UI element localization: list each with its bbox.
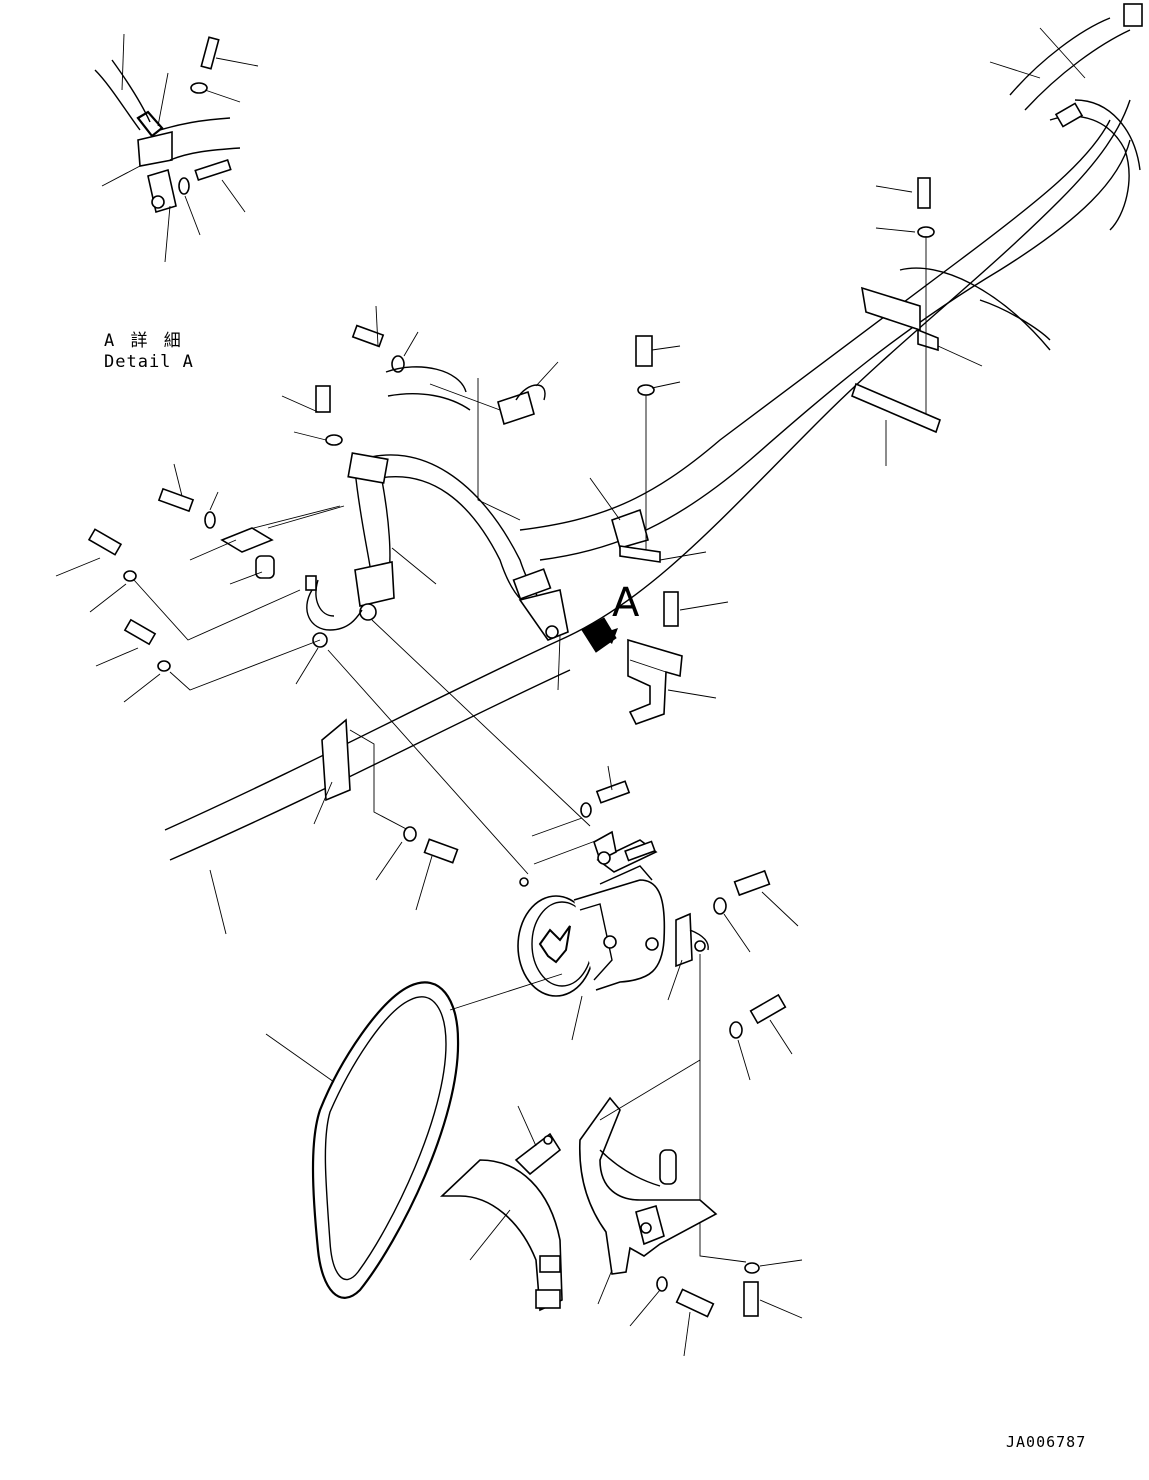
view-a-arrow-and-bracket — [581, 591, 729, 725]
view-a-marker: A — [612, 580, 640, 626]
discharge-hose-assembly — [267, 452, 569, 691]
detail-a-view — [94, 33, 259, 263]
belt-cover-bracket — [439, 1105, 563, 1312]
hose-bracket-lower — [209, 718, 459, 935]
hose-clamp-middle — [589, 335, 707, 563]
compressor-mounting-bracket — [579, 1059, 803, 1357]
drawing-number: JA006787 — [1006, 1433, 1087, 1451]
detail-a-title-japanese: A 詳 細 — [104, 331, 184, 351]
ac-compressor — [327, 619, 666, 1041]
hose-clamp-right — [851, 177, 983, 466]
refrigerant-hose-main — [164, 3, 1143, 861]
detail-a-title-english: Detail A — [104, 352, 194, 372]
compressor-side-bracket — [667, 869, 799, 1263]
drive-belt — [265, 981, 460, 1299]
fasteners-upper-left — [55, 305, 559, 703]
